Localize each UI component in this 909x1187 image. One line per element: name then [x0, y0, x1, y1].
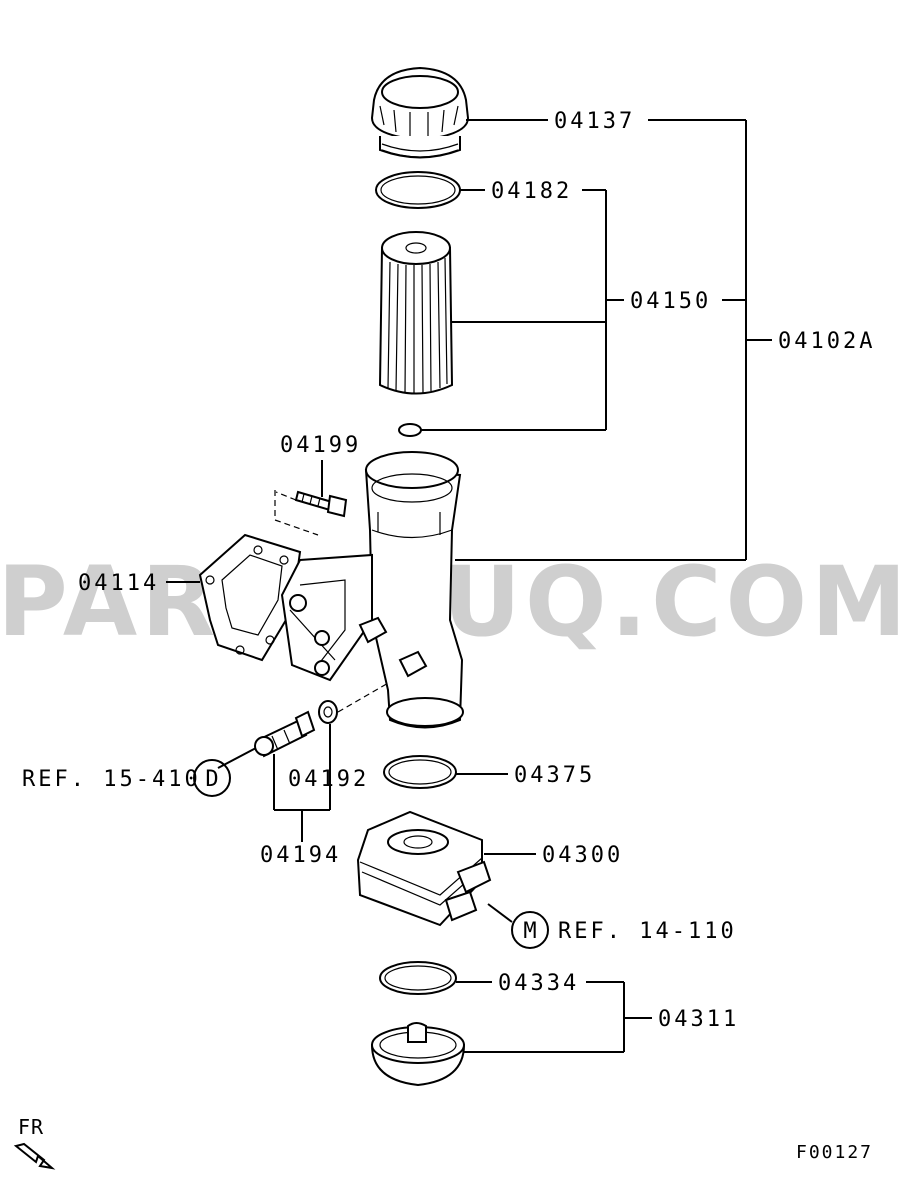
label-04194: 04194	[260, 843, 341, 868]
label-04375: 04375	[514, 763, 595, 788]
oil-cooler-drawing	[356, 810, 492, 927]
o-ring-04182-drawing	[375, 171, 461, 209]
filter-element-drawing	[378, 231, 454, 395]
ref-m[interactable]: M REF. 14-110	[511, 911, 737, 949]
ref-d-marker-circle	[193, 759, 231, 797]
ref-d-text: REF. 15-410	[22, 767, 201, 792]
label-04334: 04334	[498, 971, 579, 996]
filter-housing-drawing	[280, 451, 464, 729]
front-direction-label: FR	[18, 1115, 44, 1139]
label-04192: 04192	[288, 767, 369, 792]
leader-lines	[166, 119, 772, 1053]
bolt-04199-drawing	[294, 490, 348, 518]
label-04114: 04114	[78, 571, 159, 596]
label-04150: 04150	[630, 289, 711, 314]
o-ring-04334-drawing	[379, 961, 457, 995]
label-04137: 04137	[554, 109, 635, 134]
front-arrow-icon	[13, 1142, 56, 1170]
washer-04192-drawing	[318, 700, 338, 724]
o-ring-04375-drawing	[383, 755, 457, 789]
label-04102A: 04102A	[778, 329, 875, 354]
small-o-ring-drawing	[398, 423, 422, 437]
filter-cap-drawing	[370, 66, 470, 159]
ref-d-marker: D	[205, 767, 218, 792]
label-04300: 04300	[542, 843, 623, 868]
ref-d[interactable]: D REF. 15-410	[22, 759, 231, 797]
ref-m-text: REF. 14-110	[558, 919, 737, 944]
label-04182: 04182	[491, 179, 572, 204]
figure-code: F00127	[796, 1142, 873, 1163]
ref-m-marker: M	[523, 919, 536, 944]
cooler-cover-drawing	[370, 1022, 466, 1087]
label-04199: 04199	[280, 433, 361, 458]
front-direction-indicator: FR	[13, 1115, 56, 1170]
oil-pressure-switch-drawing	[254, 710, 316, 758]
gasket-04114-drawing	[198, 533, 302, 662]
ref-m-marker-circle	[511, 911, 549, 949]
label-04311: 04311	[658, 1007, 739, 1032]
